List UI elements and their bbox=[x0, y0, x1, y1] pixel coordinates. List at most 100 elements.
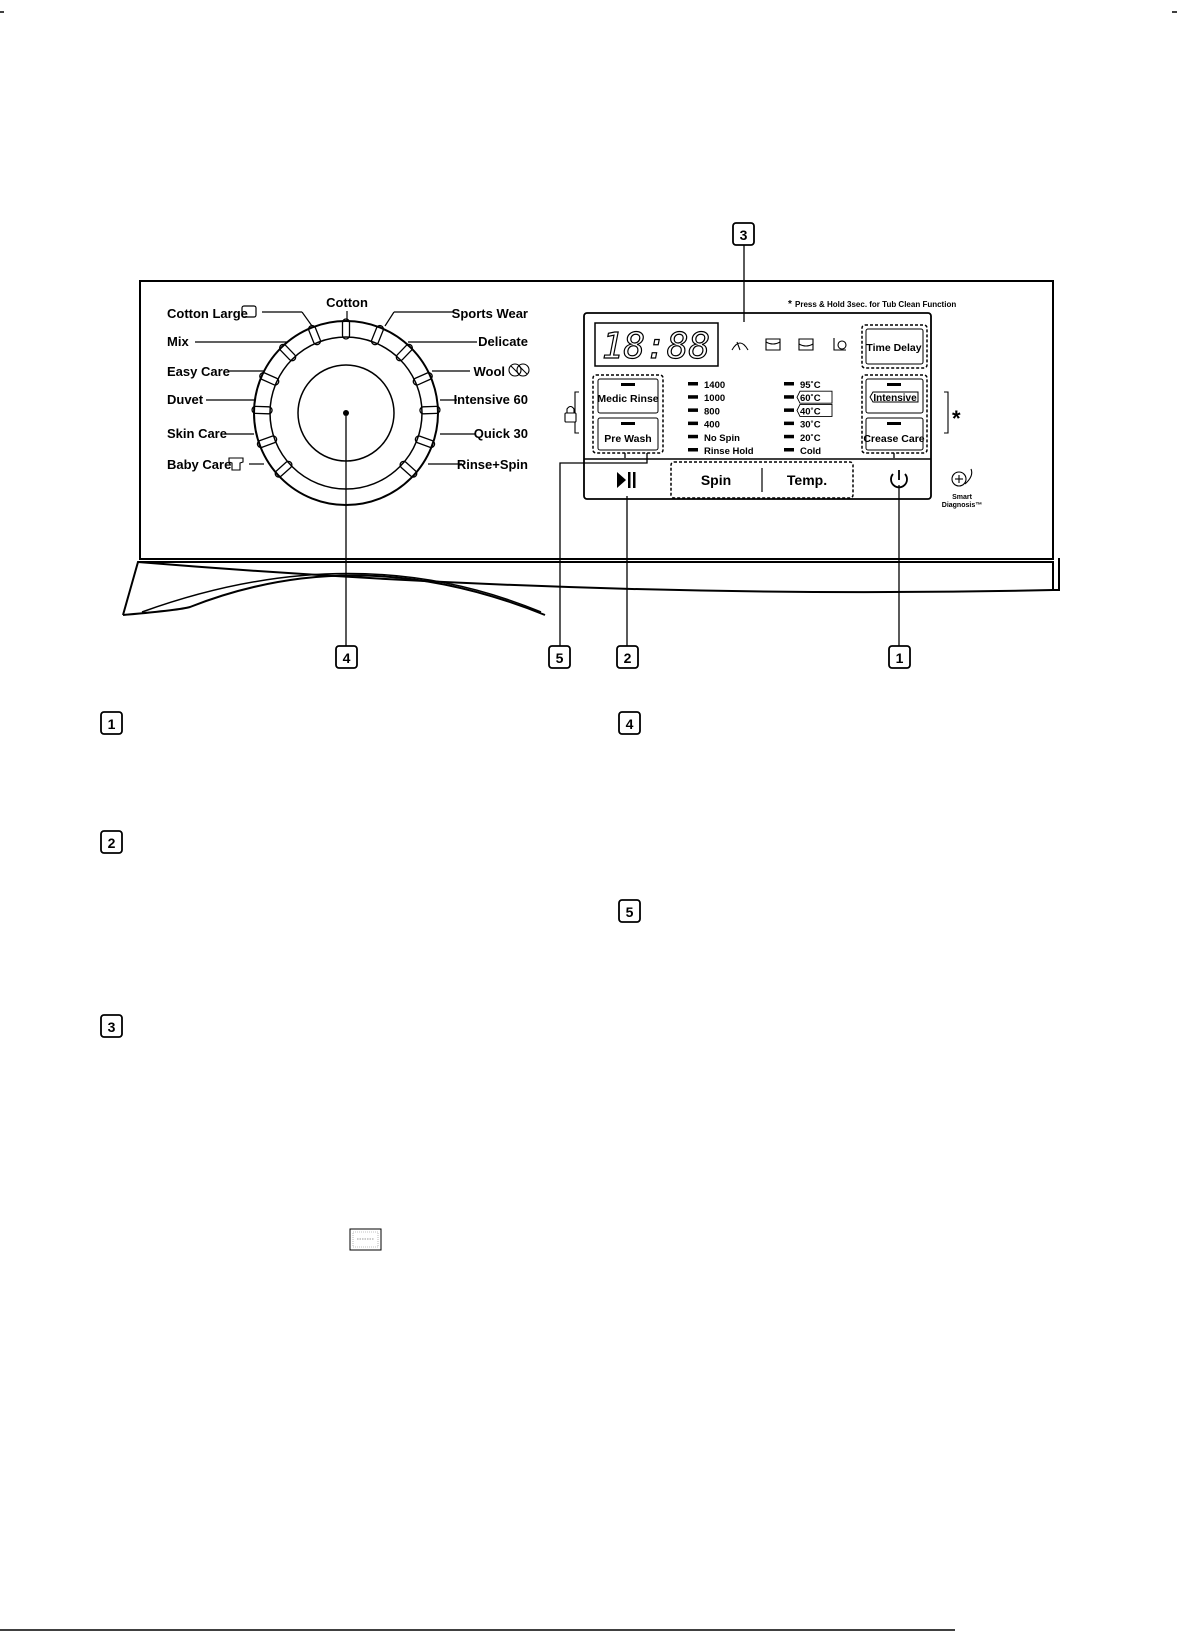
spin-option: 1000 bbox=[704, 393, 725, 404]
dial-ticks bbox=[251, 318, 441, 478]
spin-option: 400 bbox=[704, 420, 720, 431]
dial-tick bbox=[256, 435, 278, 449]
temp-led bbox=[784, 434, 794, 439]
digital-display bbox=[594, 322, 719, 367]
temp-option: 20˚C bbox=[800, 433, 821, 444]
dial-tick bbox=[278, 343, 297, 362]
wool-icon bbox=[508, 363, 530, 377]
section-badge-3: 3 bbox=[100, 1014, 123, 1038]
rinse-stage-icon bbox=[798, 338, 814, 351]
power-button[interactable] bbox=[890, 470, 908, 489]
temp-tag-icon bbox=[796, 390, 833, 404]
dial-tick bbox=[419, 405, 441, 415]
program-easy-care[interactable]: Easy Care bbox=[167, 364, 230, 379]
baby-care-icon bbox=[228, 457, 244, 471]
temp-option: 40˚C bbox=[800, 406, 821, 417]
play-pause-icon-bar bbox=[633, 472, 636, 488]
section-badge-2: 2 bbox=[100, 830, 123, 854]
callout-badge-5: 5 bbox=[548, 645, 571, 669]
tub-clean-star-mark: * bbox=[952, 406, 961, 431]
dial-center bbox=[343, 410, 349, 416]
program-baby-care[interactable]: Baby Care bbox=[167, 457, 231, 472]
crease-care-label: Crease Care bbox=[863, 433, 924, 445]
intensive-button[interactable] bbox=[865, 378, 924, 414]
dial-tick bbox=[341, 318, 351, 340]
program-delicate[interactable]: Delicate bbox=[478, 334, 528, 349]
door-handle-inner bbox=[141, 572, 542, 613]
medic-rinse-button[interactable] bbox=[597, 378, 659, 414]
section-badge-4: 4 bbox=[618, 711, 641, 735]
temp-led bbox=[784, 382, 794, 386]
time-delay-button[interactable] bbox=[865, 328, 924, 365]
child-lock-bracket bbox=[574, 391, 579, 434]
temp-led bbox=[784, 448, 794, 452]
wash-stage-icon bbox=[765, 338, 781, 351]
start-pause-button[interactable] bbox=[588, 464, 668, 496]
program-skin-care[interactable]: Skin Care bbox=[167, 426, 227, 441]
svg-text:1: 1 bbox=[108, 716, 116, 732]
program-wool[interactable]: Wool bbox=[473, 364, 505, 379]
dial-tick bbox=[412, 372, 433, 386]
intensive-label: Intensive bbox=[873, 393, 917, 404]
spin-option: Rinse Hold bbox=[704, 446, 754, 457]
spin-option: 800 bbox=[704, 406, 720, 417]
svg-text:5: 5 bbox=[626, 904, 634, 920]
temp-led bbox=[784, 408, 794, 412]
program-rinse-spin[interactable]: Rinse+Spin bbox=[457, 457, 528, 472]
dial-tick bbox=[399, 460, 418, 478]
callout-badge-1: 1 bbox=[888, 645, 911, 669]
spin-option: 1400 bbox=[704, 380, 725, 391]
time-delay-label: Time Delay bbox=[866, 342, 921, 354]
dial-tick bbox=[370, 324, 385, 346]
spin-led bbox=[688, 395, 698, 399]
option-group-left bbox=[592, 374, 664, 454]
tub-clean-bracket bbox=[944, 391, 949, 434]
smart-diagnosis-label-2: Diagnosis™ bbox=[942, 502, 982, 509]
program-mix[interactable]: Mix bbox=[167, 334, 189, 349]
bezel-lower-edge bbox=[137, 561, 1054, 594]
tub-clean-note: Press & Hold 3sec. for Tub Clean Functio… bbox=[795, 300, 956, 309]
callout-badge-2: 2 bbox=[616, 645, 639, 669]
spin-led bbox=[688, 408, 698, 412]
program-cotton[interactable]: Cotton bbox=[326, 295, 368, 310]
spin-stage-icon bbox=[833, 338, 847, 351]
program-duvet[interactable]: Duvet bbox=[167, 392, 204, 407]
spin-button[interactable]: Spin bbox=[701, 472, 731, 488]
callout-badge-3: 3 bbox=[732, 222, 755, 246]
program-sports-wear[interactable]: Sports Wear bbox=[452, 306, 528, 321]
svg-text:1: 1 bbox=[896, 650, 904, 666]
dial-tick bbox=[307, 324, 322, 346]
control-box bbox=[583, 312, 932, 500]
program-cotton-large[interactable]: Cotton Large bbox=[167, 306, 248, 321]
temp-option: Cold bbox=[800, 446, 821, 457]
display-digits: 18:88 bbox=[602, 326, 710, 367]
program-intensive-60[interactable]: Intensive 60 bbox=[454, 392, 528, 407]
medic-rinse-led bbox=[621, 383, 635, 386]
svg-text:3: 3 bbox=[108, 1019, 116, 1035]
pre-wash-button[interactable] bbox=[597, 417, 659, 451]
door-handle-curve bbox=[122, 574, 546, 616]
child-lock-icon bbox=[564, 405, 577, 423]
smart-diagnosis-icon bbox=[951, 468, 973, 487]
program-quick-30[interactable]: Quick 30 bbox=[474, 426, 528, 441]
spin-temp-frame bbox=[670, 461, 854, 499]
svg-text:4: 4 bbox=[343, 650, 351, 666]
pre-wash-label: Pre Wash bbox=[604, 433, 651, 445]
svg-text:2: 2 bbox=[108, 835, 116, 851]
tub-clean-star: * bbox=[788, 299, 792, 310]
temp-button[interactable]: Temp. bbox=[787, 472, 827, 488]
svg-text:2: 2 bbox=[624, 650, 632, 666]
callout-badge-4: 4 bbox=[335, 645, 358, 669]
temp-option: 30˚C bbox=[800, 420, 821, 431]
section-badge-5: 5 bbox=[618, 899, 641, 923]
callout-line-5 bbox=[559, 453, 648, 646]
dial-tick bbox=[274, 460, 293, 478]
panel-frame bbox=[139, 280, 1054, 560]
svg-text:3: 3 bbox=[740, 227, 748, 243]
crease-care-led bbox=[887, 422, 901, 425]
crease-care-button[interactable] bbox=[865, 417, 924, 451]
wash-status-icon bbox=[731, 341, 749, 351]
dial-tick bbox=[395, 343, 414, 362]
